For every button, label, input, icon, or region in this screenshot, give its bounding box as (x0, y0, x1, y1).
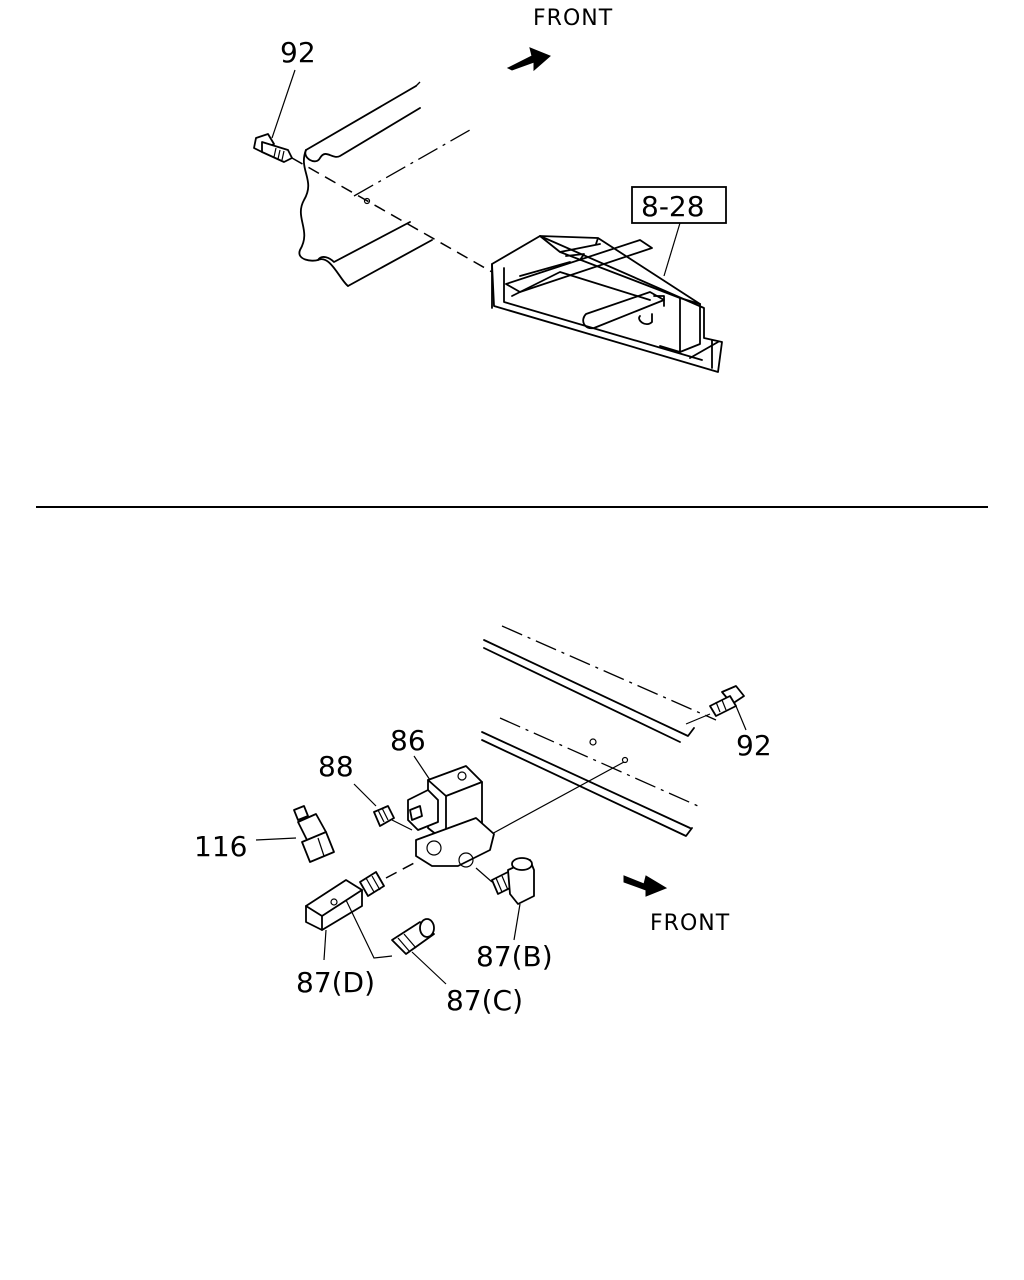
frame-rail (298, 81, 471, 287)
fitting-116 (293, 805, 335, 863)
solenoid-valve (407, 765, 495, 868)
reference-box-8-28: 8-28 (631, 186, 727, 277)
part-label-87b: 87(B) (476, 940, 553, 973)
front-label-top: FRONT (533, 6, 613, 31)
part-label-87c: 87(C) (446, 984, 523, 1017)
connector-87-c (391, 918, 435, 955)
part-label-116: 116 (194, 830, 247, 863)
front-label-bottom: FRONT (650, 911, 730, 936)
bolt-icon (253, 133, 293, 163)
connector-87-b (491, 857, 535, 905)
bottom-view: 92 86 88 116 (194, 625, 772, 1017)
part-label-92-top: 92 (280, 36, 316, 69)
connector-87-d (305, 871, 385, 931)
bracket-assembly (491, 235, 723, 373)
front-arrow-icon (506, 47, 551, 72)
part-label-86: 86 (390, 724, 426, 757)
part-label-92-bottom: 92 (736, 729, 772, 762)
ref-label-8-28: 8-28 (641, 190, 705, 223)
front-arrow-icon-lower (623, 875, 668, 897)
bolt-icon-lower (709, 685, 745, 717)
part-label-87d: 87(D) (296, 966, 375, 999)
top-view: FRONT 92 (253, 6, 727, 373)
plug-88 (373, 805, 395, 827)
frame-rail-lower (481, 625, 717, 837)
part-label-88: 88 (318, 750, 354, 783)
